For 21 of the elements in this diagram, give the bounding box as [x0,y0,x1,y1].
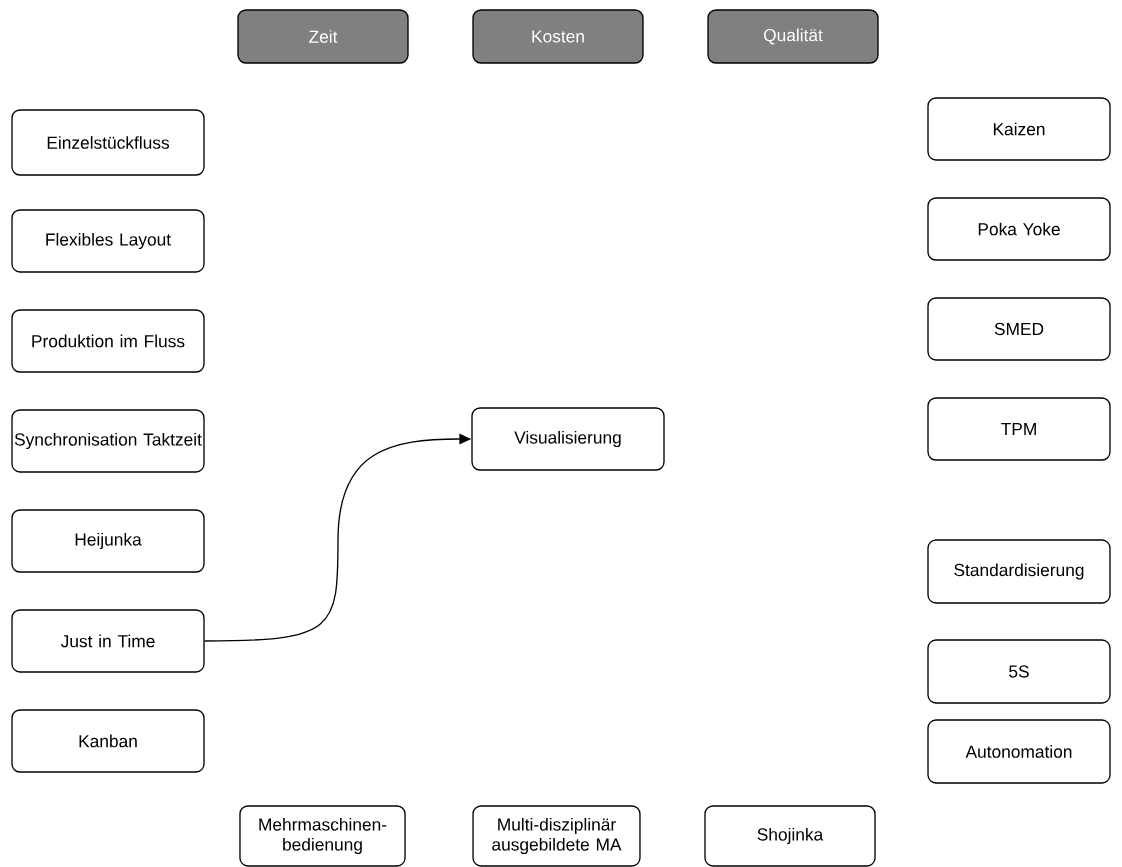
method-box: Flexibles Layout [11,209,205,273]
method-box: Kanban [11,709,205,773]
method-box: Multi-disziplinär ausgebildete MA [472,805,641,867]
method-box: Poka Yoke [927,197,1111,261]
method-box: Produktion im Fluss [11,309,205,373]
method-box: 5S [927,639,1111,704]
method-box: Standardisierung [927,539,1111,604]
method-box: Mehrmaschinen-bedienung [239,805,406,867]
method-box: Shojinka [704,805,876,867]
method-box: TPM [927,397,1111,461]
method-box: Visualisierung [471,407,665,471]
method-box: SMED [927,297,1111,361]
method-box: Einzelstückfluss [11,109,205,176]
method-box: Synchronisation Taktzeit [11,409,205,473]
category-box: Kosten [472,9,644,64]
method-box: Kaizen [927,97,1111,161]
method-box: Autonomation [927,719,1111,784]
method-box: Heijunka [11,509,205,573]
category-box: Zeit [237,9,409,64]
method-box: Just in Time [11,609,205,673]
category-box: Qualität [707,9,879,64]
